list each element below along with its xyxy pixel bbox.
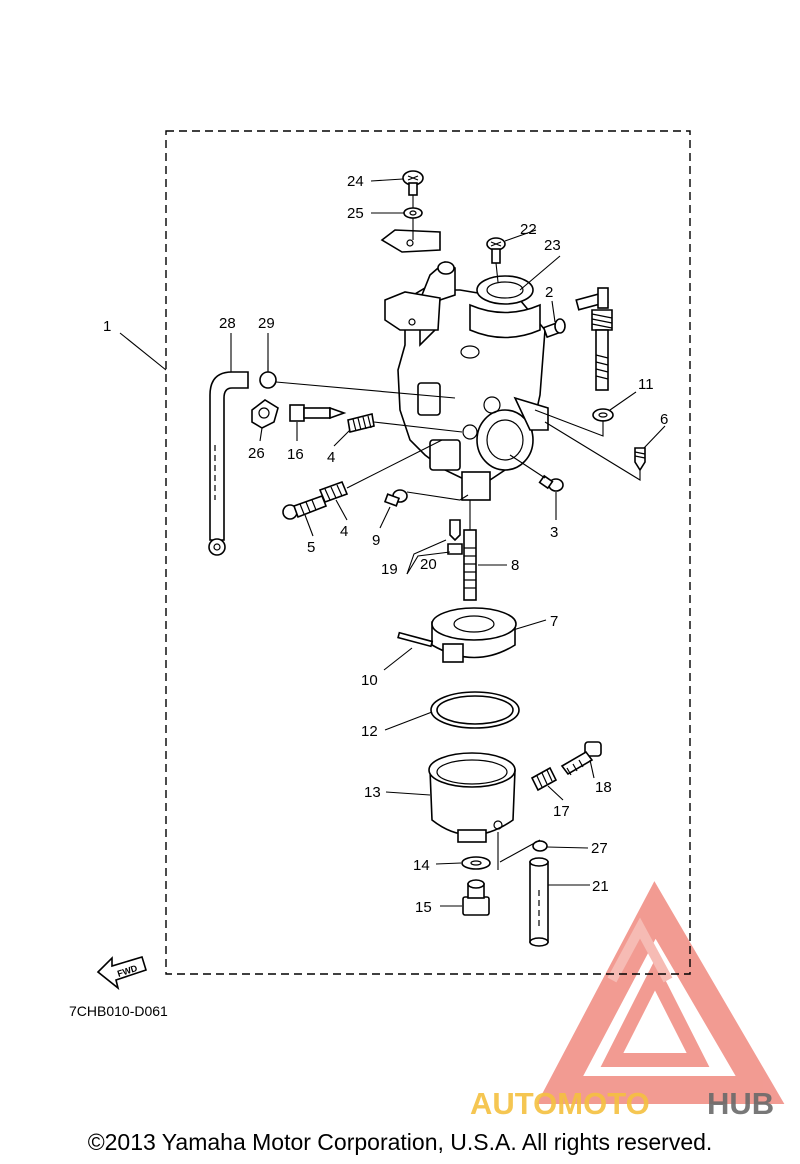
callout-20: 20 [420,556,437,573]
callout-17: 17 [553,803,570,820]
callout-5: 5 [307,539,315,556]
callout-6: 6 [660,411,668,428]
jet-20 [447,519,463,555]
screw-5 [282,494,328,520]
leader-lines [119,178,666,907]
screw-2 [542,318,566,339]
callout-4a: 4 [327,449,335,466]
diagram-code: 7CHB010-D061 [69,1003,168,1019]
watermark-logo [536,881,785,1104]
callout-16: 16 [287,446,304,463]
callout-10: 10 [361,672,378,689]
callout-13: 13 [364,784,381,801]
callout-21: 21 [592,878,609,895]
carburetor-body [397,261,549,501]
washer-25 [403,207,423,219]
float-7 [431,607,517,663]
callout-15: 15 [415,899,432,916]
callout-18: 18 [595,779,612,796]
callout-22: 22 [520,221,537,238]
callout-9: 9 [372,532,380,549]
callout-11: 11 [638,376,654,393]
watermark-text: AUTOMOTO HUB [470,1086,774,1121]
watermark-text-2: HUB [707,1086,774,1121]
spring-4-lower [318,480,349,504]
clip-27 [532,840,548,852]
emulsion-tube-8 [463,529,477,601]
callout-7: 7 [550,613,558,630]
callout-19: 19 [381,561,398,578]
callout-12: 12 [361,723,378,740]
clip-29 [259,360,277,389]
callout-24: 24 [347,173,364,190]
callout-26: 26 [248,445,265,462]
screw-24 [402,170,424,196]
fitting-26 [251,399,279,429]
callout-8: 8 [511,557,519,574]
screw-3 [538,474,564,492]
callout-29: 29 [258,315,275,332]
screw-9 [383,489,408,507]
gasket-12 [430,691,520,729]
pilot-screw-assembly [575,287,613,391]
assembly-boundary [165,130,691,975]
callout-labels: 1 2 3 4 4 5 6 7 8 9 10 11 12 13 14 15 16… [103,173,668,916]
callout-23: 23 [544,237,561,254]
callout-27: 27 [591,840,608,857]
callout-1: 1 [103,318,111,335]
pin-10 [397,631,434,648]
fwd-arrow-icon: FWD [96,956,147,991]
spring-4-upper [347,413,375,433]
screw-18 [560,741,602,776]
drain-bolt-15 [462,879,490,916]
washer-14 [461,856,491,870]
callout-3: 3 [550,524,558,541]
callout-14: 14 [413,857,430,874]
drain-tube-21 [529,857,549,947]
hose-28 [208,371,249,556]
callout-28: 28 [219,315,236,332]
callout-4b: 4 [340,523,348,540]
washer-11 [592,408,614,422]
spring-17 [530,766,558,792]
cable-bracket [380,229,441,331]
watermark-text-1: AUTOMOTO [470,1086,650,1121]
callout-25: 25 [347,205,364,222]
float-bowl-13 [428,752,516,843]
screw-22 [486,237,506,264]
copyright-notice: ©2013 Yamaha Motor Corporation, U.S.A. A… [87,1129,713,1155]
plug-6 [634,447,646,472]
needle-16 [289,404,347,422]
callout-2: 2 [545,284,553,301]
